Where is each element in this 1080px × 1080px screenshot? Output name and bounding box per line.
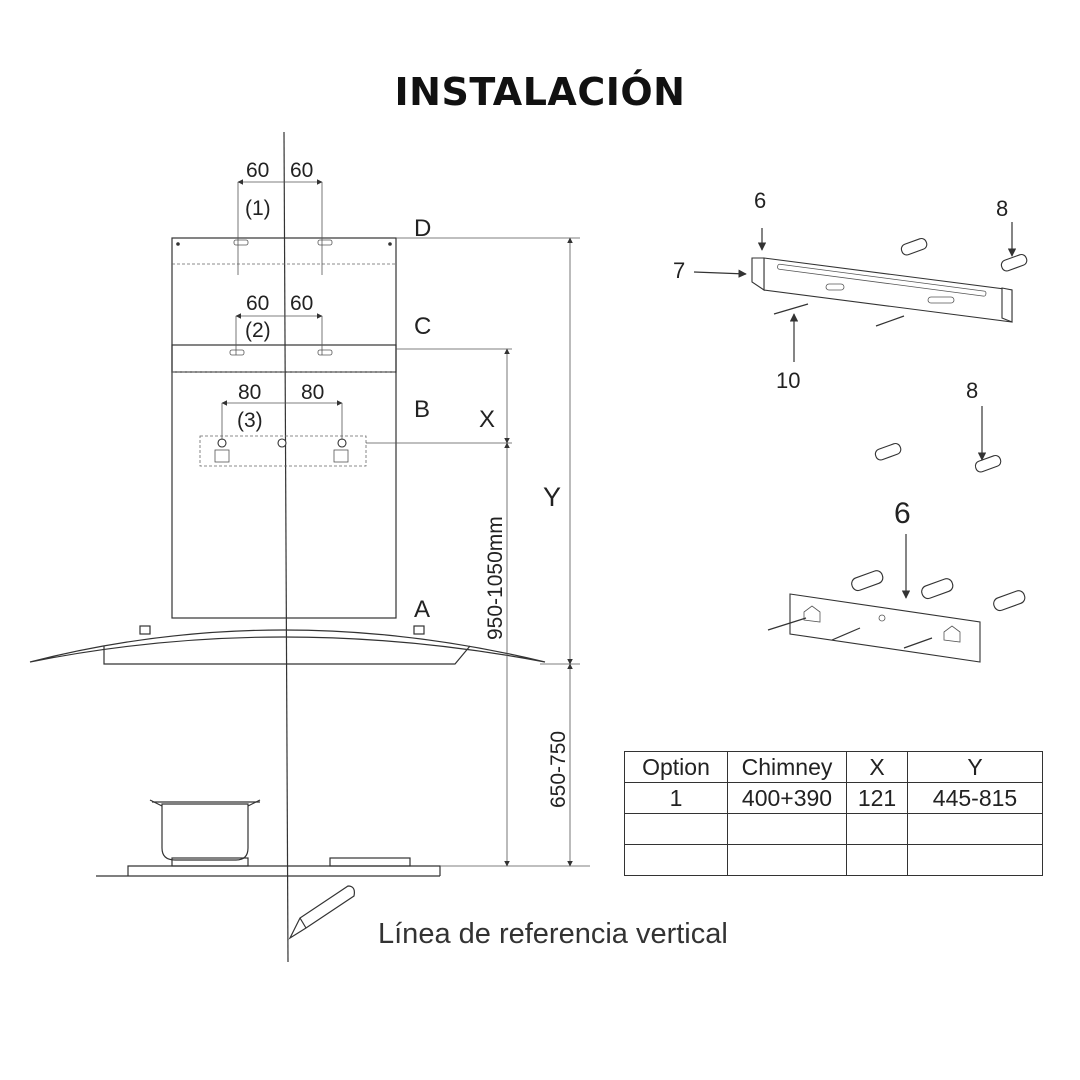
hob-height-range: 650-750 <box>547 731 570 808</box>
point-label-c: C <box>414 313 431 340</box>
dim-3-left: 80 <box>238 381 261 404</box>
pencil-icon <box>288 885 355 940</box>
dim-2-right: 60 <box>290 292 313 315</box>
table-cell <box>907 813 1043 845</box>
table-header-row: Option Chimney X Y <box>624 751 1043 783</box>
table-row <box>624 844 1043 876</box>
part-label-6-bottom: 6 <box>894 497 911 530</box>
table-cell <box>624 844 728 876</box>
dim-2-left: 60 <box>246 292 269 315</box>
dim-3-right: 80 <box>301 381 324 404</box>
wall-bracket-outline <box>199 435 367 467</box>
table-row <box>624 813 1043 845</box>
chimney-upper <box>171 237 397 619</box>
header-x: X <box>846 751 908 783</box>
table-cell <box>727 844 847 876</box>
part-label-10: 10 <box>776 368 800 393</box>
table-cell: 400+390 <box>727 782 847 814</box>
header-y: Y <box>907 751 1043 783</box>
point-label-b: B <box>414 396 430 423</box>
table-cell <box>846 813 908 845</box>
dim-label-y: Y <box>543 482 561 512</box>
hole-dimension-1 <box>237 179 323 275</box>
lower-bracket-assembly <box>767 406 1026 663</box>
table-cell: 445-815 <box>907 782 1043 814</box>
point-label-d: D <box>414 215 431 242</box>
hole-label-1: (1) <box>245 197 271 220</box>
vertical-reference-line <box>283 131 289 963</box>
page-title: INSTALACIÓN <box>394 70 686 114</box>
vertical-dimensions <box>366 237 590 867</box>
hole-dimension-2 <box>235 313 323 355</box>
header-option: Option <box>624 751 728 783</box>
dim-label-x: X <box>479 406 495 433</box>
header-chimney: Chimney <box>727 751 847 783</box>
point-label-a: A <box>414 596 430 623</box>
hole-label-2: (2) <box>245 319 271 342</box>
dim-1-right: 60 <box>290 159 313 182</box>
hole-dimension-3 <box>221 400 343 440</box>
upper-bracket-assembly <box>693 222 1028 362</box>
dim-1-left: 60 <box>246 159 269 182</box>
hood-height-range: 950-1050mm <box>484 516 507 640</box>
chimney-lower <box>171 344 397 373</box>
table-cell <box>907 844 1043 876</box>
part-label-7: 7 <box>673 258 685 283</box>
part-label-8-bottom: 8 <box>966 378 978 403</box>
hood-canopy <box>29 625 546 665</box>
table-cell <box>727 813 847 845</box>
hole-label-3: (3) <box>237 409 263 432</box>
table-cell <box>624 813 728 845</box>
table-cell: 121 <box>846 782 908 814</box>
chimney-options-table: Option Chimney X Y 1 400+390 121 445-815 <box>624 751 1043 876</box>
cooktop <box>96 799 441 877</box>
table-row: 1 400+390 121 445-815 <box>624 782 1043 814</box>
part-label-8-top: 8 <box>996 196 1008 221</box>
vertical-reference-caption: Línea de referencia vertical <box>378 918 728 950</box>
part-label-6-top: 6 <box>754 188 766 213</box>
table-cell: 1 <box>624 782 728 814</box>
table-cell <box>846 844 908 876</box>
